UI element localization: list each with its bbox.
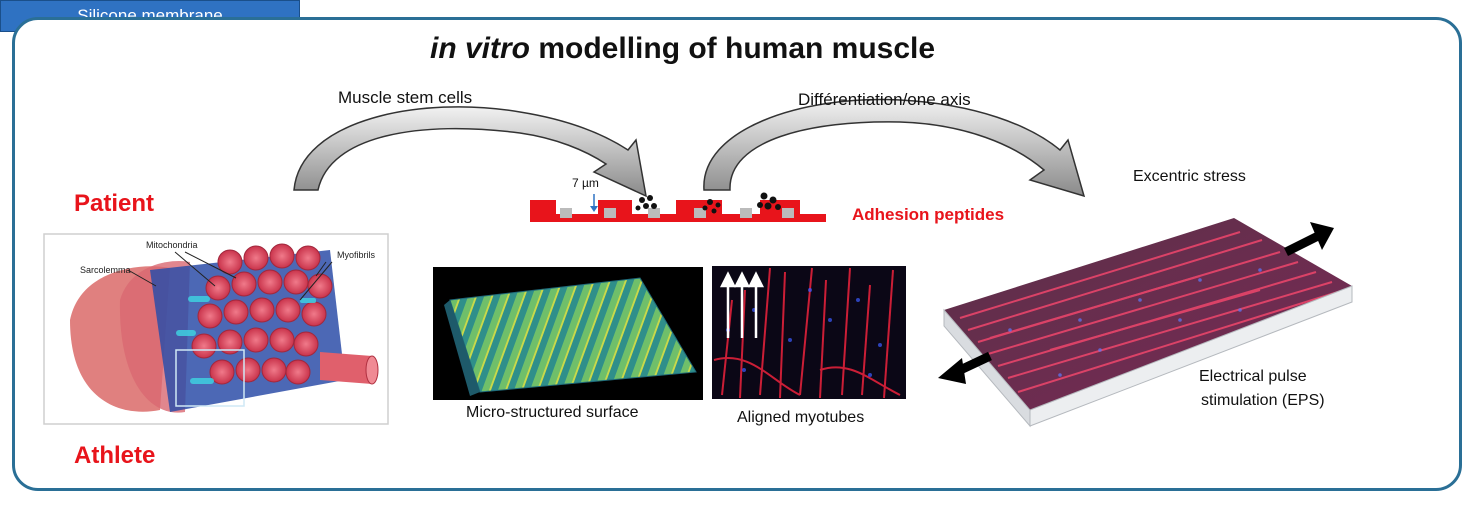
stress-arrow-left bbox=[938, 351, 992, 384]
micro-structured-surface-image bbox=[433, 267, 703, 400]
aligned-myotubes-image bbox=[712, 266, 906, 399]
cell-culture-slab bbox=[943, 218, 1353, 428]
myofibrils-label: Myofibrils bbox=[337, 250, 376, 260]
curved-arrow-stem-cells bbox=[293, 106, 647, 198]
curved-arrow-differentiation bbox=[703, 98, 1086, 198]
muscle-fiber-illustration bbox=[43, 233, 389, 425]
micro-structured-surface-caption: Micro-structured surface bbox=[466, 404, 639, 421]
adhesion-peptides-label: Adhesion peptides bbox=[852, 205, 1005, 224]
eps-label-line1: Electrical pulse bbox=[1199, 368, 1307, 385]
differentiation-label: Différentiation/one axis bbox=[798, 90, 971, 109]
excentric-stress-label: Excentric stress bbox=[1133, 168, 1246, 185]
micro-size-label: 7 µm bbox=[572, 176, 599, 190]
mitochondria-label: Mitochondria bbox=[146, 240, 198, 250]
micro-structure-schematic bbox=[530, 192, 826, 222]
diagram-title: in vitro modelling of human muscle bbox=[430, 32, 936, 65]
eps-label-line2: stimulation (EPS) bbox=[1201, 392, 1325, 409]
athlete-label: Athlete bbox=[74, 442, 156, 469]
patient-label: Patient bbox=[74, 190, 155, 217]
sarcolemma-label: Sarcolemma bbox=[80, 265, 131, 275]
aligned-myotubes-caption: Aligned myotubes bbox=[737, 409, 865, 426]
stress-arrow-right bbox=[1283, 222, 1334, 257]
muscle-stem-cells-label: Muscle stem cells bbox=[338, 88, 473, 107]
